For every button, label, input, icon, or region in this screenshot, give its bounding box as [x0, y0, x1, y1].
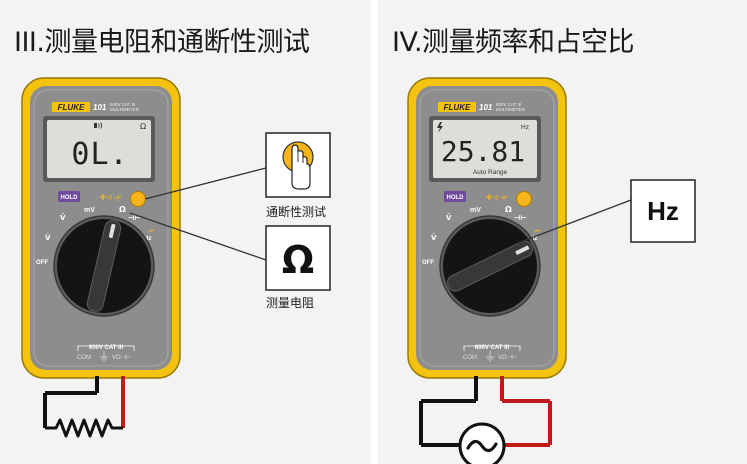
model-label: 101 [479, 103, 493, 112]
lcd-unit: Ω [140, 122, 146, 131]
dial-label-v-ac: Ṽ [431, 233, 437, 242]
dial-label-mv: mV [470, 207, 481, 214]
ground-icon [100, 351, 108, 362]
brand-label: FLUKE [444, 103, 471, 112]
callout-ohm-symbol: Ω [282, 238, 314, 282]
callout-hz-symbol: Hz [647, 196, 679, 226]
dial-label-capacitance: ⊣⊢ [128, 214, 141, 222]
brand-label: FLUKE [58, 103, 85, 112]
yellow-function-legend-icon [100, 194, 122, 201]
continuity-beeper-icon [94, 122, 103, 129]
brand-badge [438, 102, 476, 112]
lightning-icon [437, 122, 443, 133]
jack-label-com: COM [77, 355, 91, 361]
frequency-diagram: FLUKE 101 600V CAT III MULTIMETER Hz 25.… [407, 77, 696, 464]
callout-line-continuity [144, 167, 267, 200]
rotary-selector-dial[interactable] [439, 215, 541, 317]
yellow-function-button[interactable] [516, 191, 532, 207]
dial-label-capacitance: ⊣⊢ [514, 214, 527, 222]
dial-pointer [515, 245, 530, 255]
dial-label-v-dc: V̄ [60, 213, 66, 222]
ac-source-icon [458, 422, 506, 464]
panel-title-resistance: III.测量电阻和通断性测试 [14, 27, 310, 58]
callout-line-ohm [129, 212, 267, 261]
resistance-continuity-panel: III.测量电阻和通断性测试 FLUKE 101 600V CAT III MU… [0, 0, 371, 464]
lcd-unit: Hz [521, 124, 529, 131]
dial-label-off: OFF [36, 260, 48, 266]
dial-label-ohm: Ω [119, 205, 126, 214]
callout-continuity-caption: 通断性测试 [266, 204, 326, 219]
ground-icon [486, 351, 494, 362]
dial-label-ohm: Ω [505, 205, 512, 214]
rating-label: 600V CAT III [475, 345, 510, 351]
dial-label-hz: Hz [530, 236, 537, 242]
rotary-selector-dial[interactable] [53, 215, 155, 317]
dial-label-v-dc: V̄ [446, 213, 452, 222]
hold-button[interactable] [58, 191, 80, 202]
panel-title-frequency: IV.测量频率和占空比 [392, 27, 635, 58]
jack-label-v: VΩ⊣⊢ [112, 354, 131, 361]
model-sub-label-2: MULTIMETER [496, 107, 526, 112]
panel-divider [371, 0, 378, 464]
hold-label: HOLD [61, 195, 79, 201]
dial-label-off: OFF [422, 260, 434, 266]
resistor-icon [45, 418, 123, 438]
yellow-button-press-icon [282, 141, 314, 190]
lcd-reading: 0L. [71, 137, 128, 172]
rating-label: 600V CAT III [89, 345, 124, 351]
callout-ohm-box [265, 225, 331, 291]
model-label: 101 [93, 103, 107, 112]
callout-hz-box [630, 179, 696, 243]
yellow-function-button[interactable] [130, 191, 146, 207]
yellow-function-legend-icon [486, 194, 508, 201]
hold-label: HOLD [447, 195, 465, 201]
lcd-screen [433, 120, 537, 178]
dial-label-mv: mV [84, 207, 95, 214]
resistance-diagram: FLUKE 101 600V CAT III MULTIMETER Ω 0L. … [21, 77, 331, 438]
jack-label-v: VΩ⊣⊢ [498, 354, 517, 361]
model-sub-label: 600V CAT III [496, 102, 521, 107]
lcd-screen [47, 120, 151, 178]
callout-ohm-caption: 测量电阻 [266, 296, 314, 310]
lcd-auto-range: Auto Range [473, 169, 508, 176]
frequency-panel: IV.测量频率和占空比 FLUKE 101 600V CAT III MULTI… [378, 0, 747, 464]
jack-label-com: COM [463, 355, 477, 361]
brand-badge [52, 102, 90, 112]
lcd-reading: 25.81 [441, 135, 525, 168]
model-sub-label-2: MULTIMETER [110, 107, 140, 112]
hold-button[interactable] [444, 191, 466, 202]
callout-line-hz [517, 199, 632, 244]
model-sub-label: 600V CAT III [110, 102, 135, 107]
dial-pointer [108, 223, 116, 238]
dial-label-hz: Hz [144, 236, 151, 242]
dial-label-v-ac: Ṽ [45, 233, 51, 242]
